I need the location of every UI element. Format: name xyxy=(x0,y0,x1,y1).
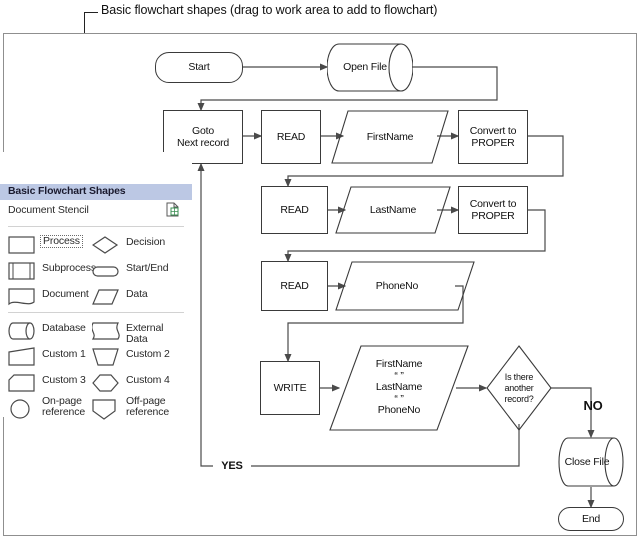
stencil-panel: Basic Flowchart Shapes Document Stencil … xyxy=(0,152,192,420)
stencil-shape-data[interactable]: Data xyxy=(92,286,184,312)
stencil-shape-external-data[interactable]: External Data xyxy=(91,320,184,346)
data-shape-icon xyxy=(92,286,122,308)
stencil-shape-start-end[interactable]: Start/End xyxy=(92,260,184,286)
custom-2-shape-icon xyxy=(92,346,122,368)
stencil-title: Basic Flowchart Shapes xyxy=(8,185,126,197)
stencil-shape-off-page-reference[interactable]: Off-page reference xyxy=(92,396,184,424)
stencil-header[interactable]: Basic Flowchart Shapes xyxy=(0,184,192,200)
process-shape-icon xyxy=(8,234,38,256)
stencil-shape-on-page-reference[interactable]: On-page reference xyxy=(8,396,100,424)
stencil-shape-custom-2[interactable]: Custom 2 xyxy=(92,346,184,372)
external-data-shape-icon xyxy=(91,320,122,342)
stencil-shape-subprocess[interactable]: Subprocess xyxy=(8,260,100,286)
database-shape-icon xyxy=(8,320,38,342)
stencil-divider-top xyxy=(8,226,184,227)
stencil-shape-custom-3[interactable]: Custom 3 xyxy=(8,372,100,398)
stencil-subtitle: Document Stencil xyxy=(8,204,89,216)
decision-shape-icon xyxy=(91,234,122,256)
off-page-reference-shape-icon xyxy=(92,398,122,420)
stencil-divider-mid xyxy=(8,312,184,313)
custom-1-shape-icon xyxy=(8,346,38,368)
custom-4-shape-icon xyxy=(92,372,122,394)
document-stencil-icon[interactable] xyxy=(166,202,180,217)
stencil-shape-decision[interactable]: Decision xyxy=(91,234,184,260)
subprocess-shape-icon xyxy=(8,260,38,282)
stencil-shape-process[interactable]: Process xyxy=(8,234,100,260)
stencil-shape-custom-4[interactable]: Custom 4 xyxy=(92,372,184,398)
custom-3-shape-icon xyxy=(8,372,38,394)
stencil-shape-document[interactable]: Document xyxy=(8,286,100,312)
stencil-shape-database[interactable]: Database xyxy=(8,320,100,346)
stencil-shape-custom-1[interactable]: Custom 1 xyxy=(8,346,100,372)
on-page-reference-shape-icon xyxy=(8,398,38,420)
document-shape-icon xyxy=(8,286,38,308)
caption-text: Basic flowchart shapes (drag to work are… xyxy=(101,3,438,17)
start-end-shape-icon xyxy=(92,260,122,282)
